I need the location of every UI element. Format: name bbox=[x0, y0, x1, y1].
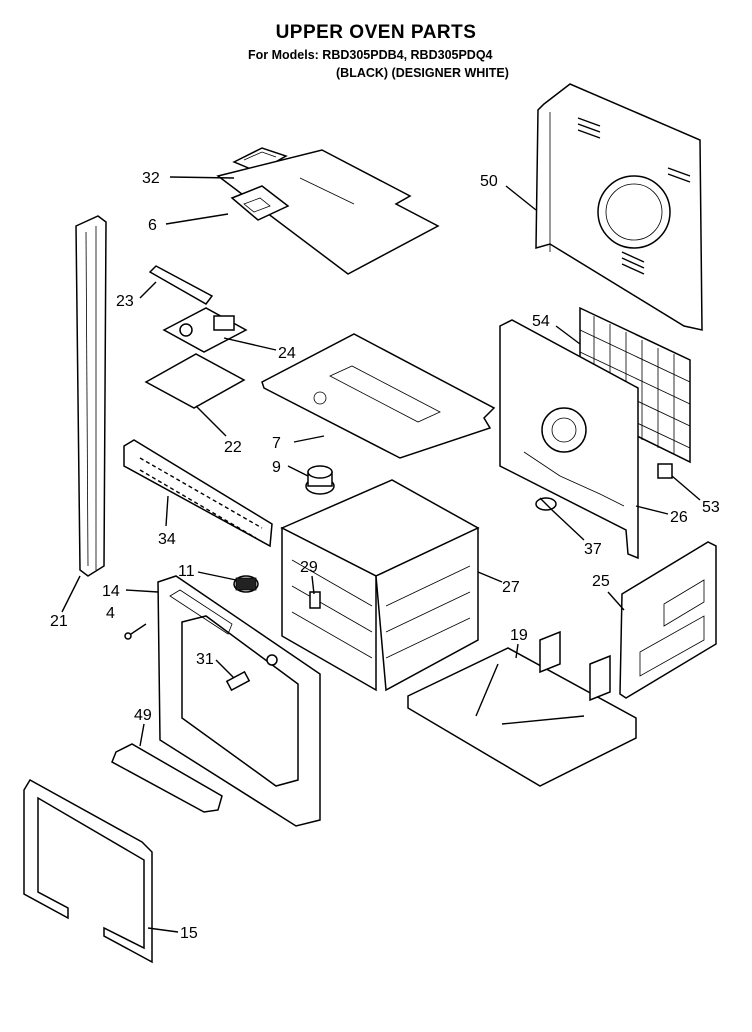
callout-49: 49 bbox=[134, 707, 152, 724]
rear-vent-slots bbox=[577, 117, 691, 275]
part-6-top-panel bbox=[216, 149, 440, 275]
callout-15: 15 bbox=[180, 925, 198, 942]
callout-50: 50 bbox=[480, 173, 498, 190]
part-24-switch-assembly bbox=[162, 307, 248, 353]
part-37-sensor bbox=[535, 497, 557, 511]
callout-25: 25 bbox=[592, 573, 610, 590]
leader-lines bbox=[61, 176, 701, 933]
models-line: For Models: RBD305PDB4, RBD305PDQ4 bbox=[248, 48, 493, 62]
part-9-grommet bbox=[305, 465, 335, 495]
callout-labels: 32 6 50 23 24 54 22 7 9 53 34 26 37 11 2… bbox=[50, 170, 720, 942]
variants-line: (BLACK) (DESIGNER WHITE) bbox=[336, 66, 509, 80]
callout-21: 21 bbox=[50, 613, 68, 630]
callout-4: 4 bbox=[106, 605, 115, 622]
part-27-oven-cavity bbox=[280, 479, 480, 692]
part-49-vent-trim bbox=[111, 743, 223, 813]
callout-37: 37 bbox=[584, 541, 602, 558]
callout-32: 32 bbox=[142, 170, 160, 187]
callout-31: 31 bbox=[196, 651, 214, 668]
part-23-bracket bbox=[148, 265, 214, 305]
part-25-side-panel bbox=[619, 541, 717, 699]
callout-19: 19 bbox=[510, 627, 528, 644]
part-34-control-panel bbox=[123, 439, 273, 548]
control-panel-keys bbox=[139, 457, 263, 539]
callout-27: 27 bbox=[502, 579, 520, 596]
part-4-screw bbox=[124, 623, 147, 640]
callout-9: 9 bbox=[272, 459, 281, 476]
part-7-inner-panel bbox=[261, 333, 496, 459]
callout-53: 53 bbox=[702, 499, 720, 516]
callout-54: 54 bbox=[532, 313, 550, 330]
callout-7: 7 bbox=[272, 435, 281, 452]
part-15-gasket bbox=[23, 778, 153, 964]
part-50-rear-panel bbox=[535, 83, 703, 331]
part-21-side-trim bbox=[75, 215, 107, 577]
callout-14: 14 bbox=[102, 583, 120, 600]
callout-6: 6 bbox=[148, 217, 157, 234]
callout-34: 34 bbox=[158, 531, 176, 548]
part-14-door-frame bbox=[157, 575, 321, 827]
part-22-pad bbox=[144, 353, 246, 409]
part-31-switch bbox=[225, 654, 278, 692]
diagram-title: UPPER OVEN PARTS bbox=[275, 22, 477, 43]
part-11-lamp bbox=[233, 575, 259, 593]
callout-26: 26 bbox=[670, 509, 688, 526]
part-19-bottom-panel bbox=[407, 630, 637, 787]
callout-11: 11 bbox=[178, 563, 195, 580]
part-29-hinge-receptacle bbox=[309, 591, 321, 609]
callout-23: 23 bbox=[116, 293, 134, 310]
callout-24: 24 bbox=[278, 345, 296, 362]
callout-29: 29 bbox=[300, 559, 318, 576]
part-53-clip bbox=[657, 463, 673, 479]
callout-22: 22 bbox=[224, 439, 242, 456]
part-26-rear-wall bbox=[499, 319, 639, 560]
